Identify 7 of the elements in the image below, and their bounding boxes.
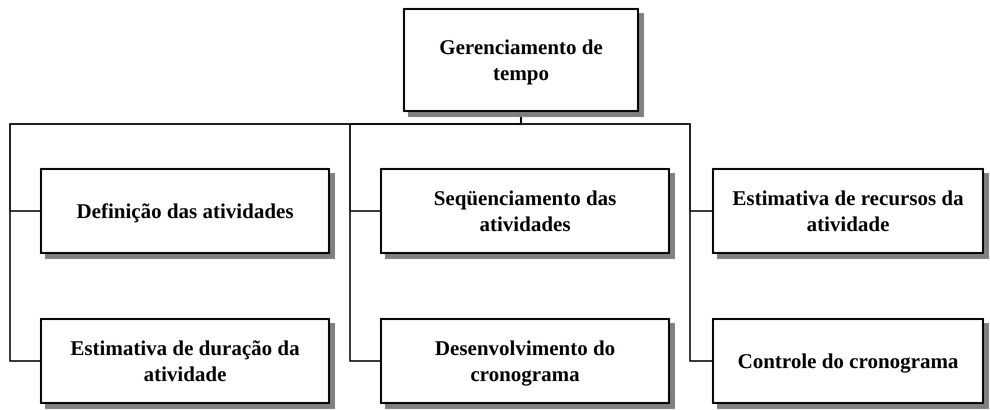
box-label: Seqüenciamento das atividades [432, 184, 618, 238]
box-label: Desenvolvimento do cronograma [434, 334, 616, 388]
box-label: Definição das atividades [75, 198, 294, 224]
box-label: Estimativa de recursos da atividade [731, 184, 965, 238]
box-label: Gerenciamento de tempo [438, 34, 604, 86]
box-label: Controle do cronograma [736, 348, 960, 374]
box-label: Estimativa de duração da atividade [69, 334, 301, 388]
